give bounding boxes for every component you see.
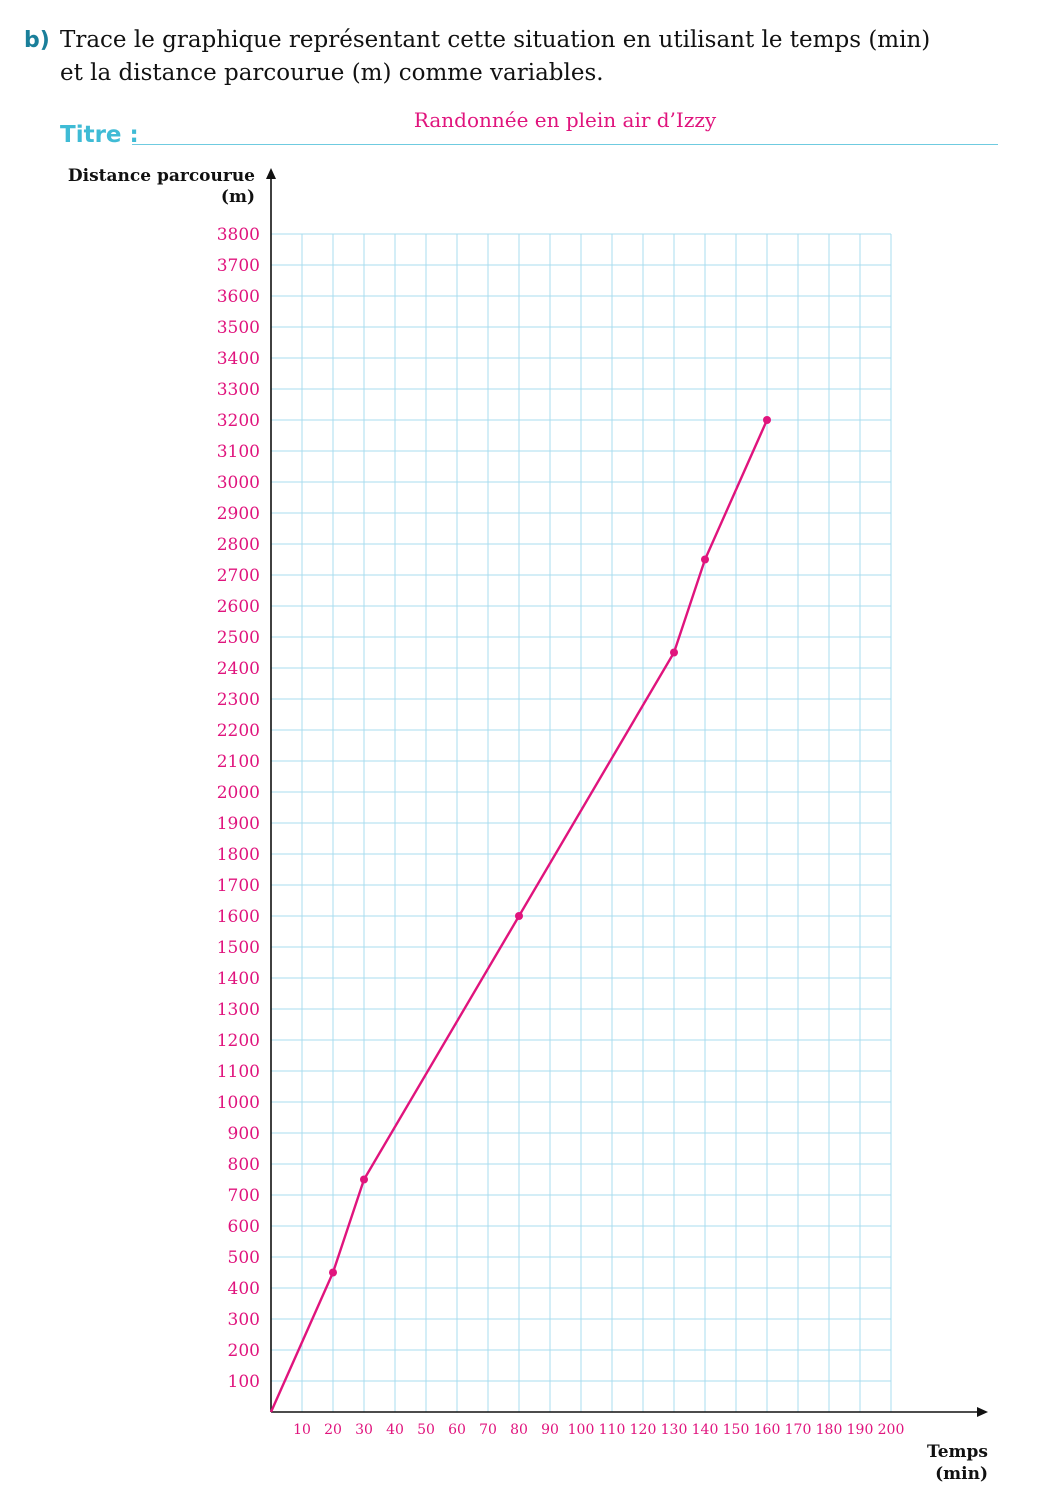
y-tick-label: 2800 — [217, 535, 260, 555]
x-axis-label-line-2: (min) — [935, 1464, 988, 1484]
y-tick-label: 400 — [228, 1279, 260, 1299]
x-tick-label: 70 — [479, 1422, 497, 1438]
x-tick-label: 30 — [355, 1422, 373, 1438]
chart-grid — [271, 233, 892, 1412]
y-tick-label: 3300 — [217, 380, 260, 400]
x-tick-label: 180 — [816, 1422, 843, 1438]
y-tick-label: 1200 — [217, 1031, 260, 1051]
title-label: Titre : — [60, 122, 139, 148]
y-axis-label-line-2: (m) — [221, 187, 255, 207]
x-tick-label: 200 — [878, 1422, 905, 1438]
chart-series — [269, 416, 771, 1413]
y-tick-label: 1900 — [217, 814, 260, 834]
y-tick-label: 2000 — [217, 783, 260, 803]
question-line-1: Trace le graphique représentant cette si… — [60, 27, 931, 53]
y-tick-label: 800 — [228, 1155, 260, 1175]
y-tick-label: 1100 — [217, 1062, 260, 1082]
y-tick-label: 3200 — [217, 411, 260, 431]
x-tick-label: 110 — [599, 1422, 626, 1438]
y-tick-label: 600 — [228, 1217, 260, 1237]
y-tick-label: 700 — [228, 1186, 260, 1206]
y-tick-label: 500 — [228, 1248, 260, 1268]
x-tick-label: 60 — [448, 1422, 466, 1438]
x-tick-label: 10 — [293, 1422, 311, 1438]
x-tick-label: 50 — [417, 1422, 435, 1438]
y-tick-label: 1500 — [217, 938, 260, 958]
x-tick-label: 150 — [723, 1422, 750, 1438]
question: b) Trace le graphique représentant cette… — [24, 24, 1024, 90]
x-tick-label: 120 — [630, 1422, 657, 1438]
title-value: Randonnée en plein air d’Izzy — [413, 108, 717, 132]
x-tick-label: 130 — [661, 1422, 688, 1438]
y-tick-labels: 100 200 300 400 500 600 700 800 900 1000 1100 1200 1… — [217, 225, 260, 1392]
y-tick-label: 2900 — [217, 504, 260, 524]
y-tick-label: 300 — [228, 1310, 260, 1330]
data-point — [360, 1175, 368, 1184]
chart-axes — [266, 168, 988, 1417]
data-point — [329, 1268, 337, 1277]
y-tick-label: 2600 — [217, 597, 260, 617]
data-point — [763, 416, 771, 424]
x-tick-label: 40 — [386, 1422, 404, 1438]
title-underline — [132, 144, 998, 145]
question-label: b) — [24, 28, 50, 53]
y-tick-label: 1400 — [217, 969, 260, 989]
data-point — [515, 912, 523, 920]
y-tick-label: 3700 — [217, 256, 260, 276]
x-tick-label: 140 — [692, 1422, 719, 1438]
x-axis-arrow — [977, 1407, 988, 1417]
y-tick-label: 3500 — [217, 318, 260, 338]
x-tick-label: 80 — [510, 1422, 528, 1438]
x-tick-label: 20 — [324, 1422, 342, 1438]
y-axis-arrow — [266, 168, 276, 179]
data-point — [701, 555, 709, 564]
y-tick-label: 3800 — [217, 225, 260, 245]
y-axis-label-line-1: Distance parcourue — [68, 166, 255, 186]
y-tick-label: 1600 — [217, 907, 260, 927]
x-tick-label: 170 — [785, 1422, 812, 1438]
y-tick-label: 1700 — [217, 876, 260, 896]
y-tick-label: 1000 — [217, 1093, 260, 1113]
y-tick-label: 3600 — [217, 287, 260, 307]
y-tick-label: 2700 — [217, 566, 260, 586]
data-point — [670, 648, 678, 657]
y-tick-label: 3100 — [217, 442, 260, 462]
y-tick-label: 100 — [228, 1372, 260, 1392]
y-tick-label: 200 — [228, 1341, 260, 1361]
y-tick-label: 3000 — [217, 473, 260, 493]
y-tick-label: 1300 — [217, 1000, 260, 1020]
y-tick-label: 900 — [228, 1124, 260, 1144]
x-axis-label-line-1: Temps — [927, 1442, 988, 1462]
y-tick-label: 1800 — [217, 845, 260, 865]
y-tick-label: 2200 — [217, 721, 260, 741]
y-tick-label: 2300 — [217, 690, 260, 710]
y-tick-label: 3400 — [217, 349, 260, 369]
x-tick-label: 100 — [568, 1422, 595, 1438]
y-tick-label: 2400 — [217, 659, 260, 679]
y-tick-label: 2500 — [217, 628, 260, 648]
y-tick-label: 2100 — [217, 752, 260, 772]
x-tick-label: 190 — [847, 1422, 874, 1438]
x-tick-label: 90 — [541, 1422, 559, 1438]
question-line-2: et la distance parcourue (m) comme varia… — [60, 60, 604, 86]
x-tick-label: 160 — [754, 1422, 781, 1438]
